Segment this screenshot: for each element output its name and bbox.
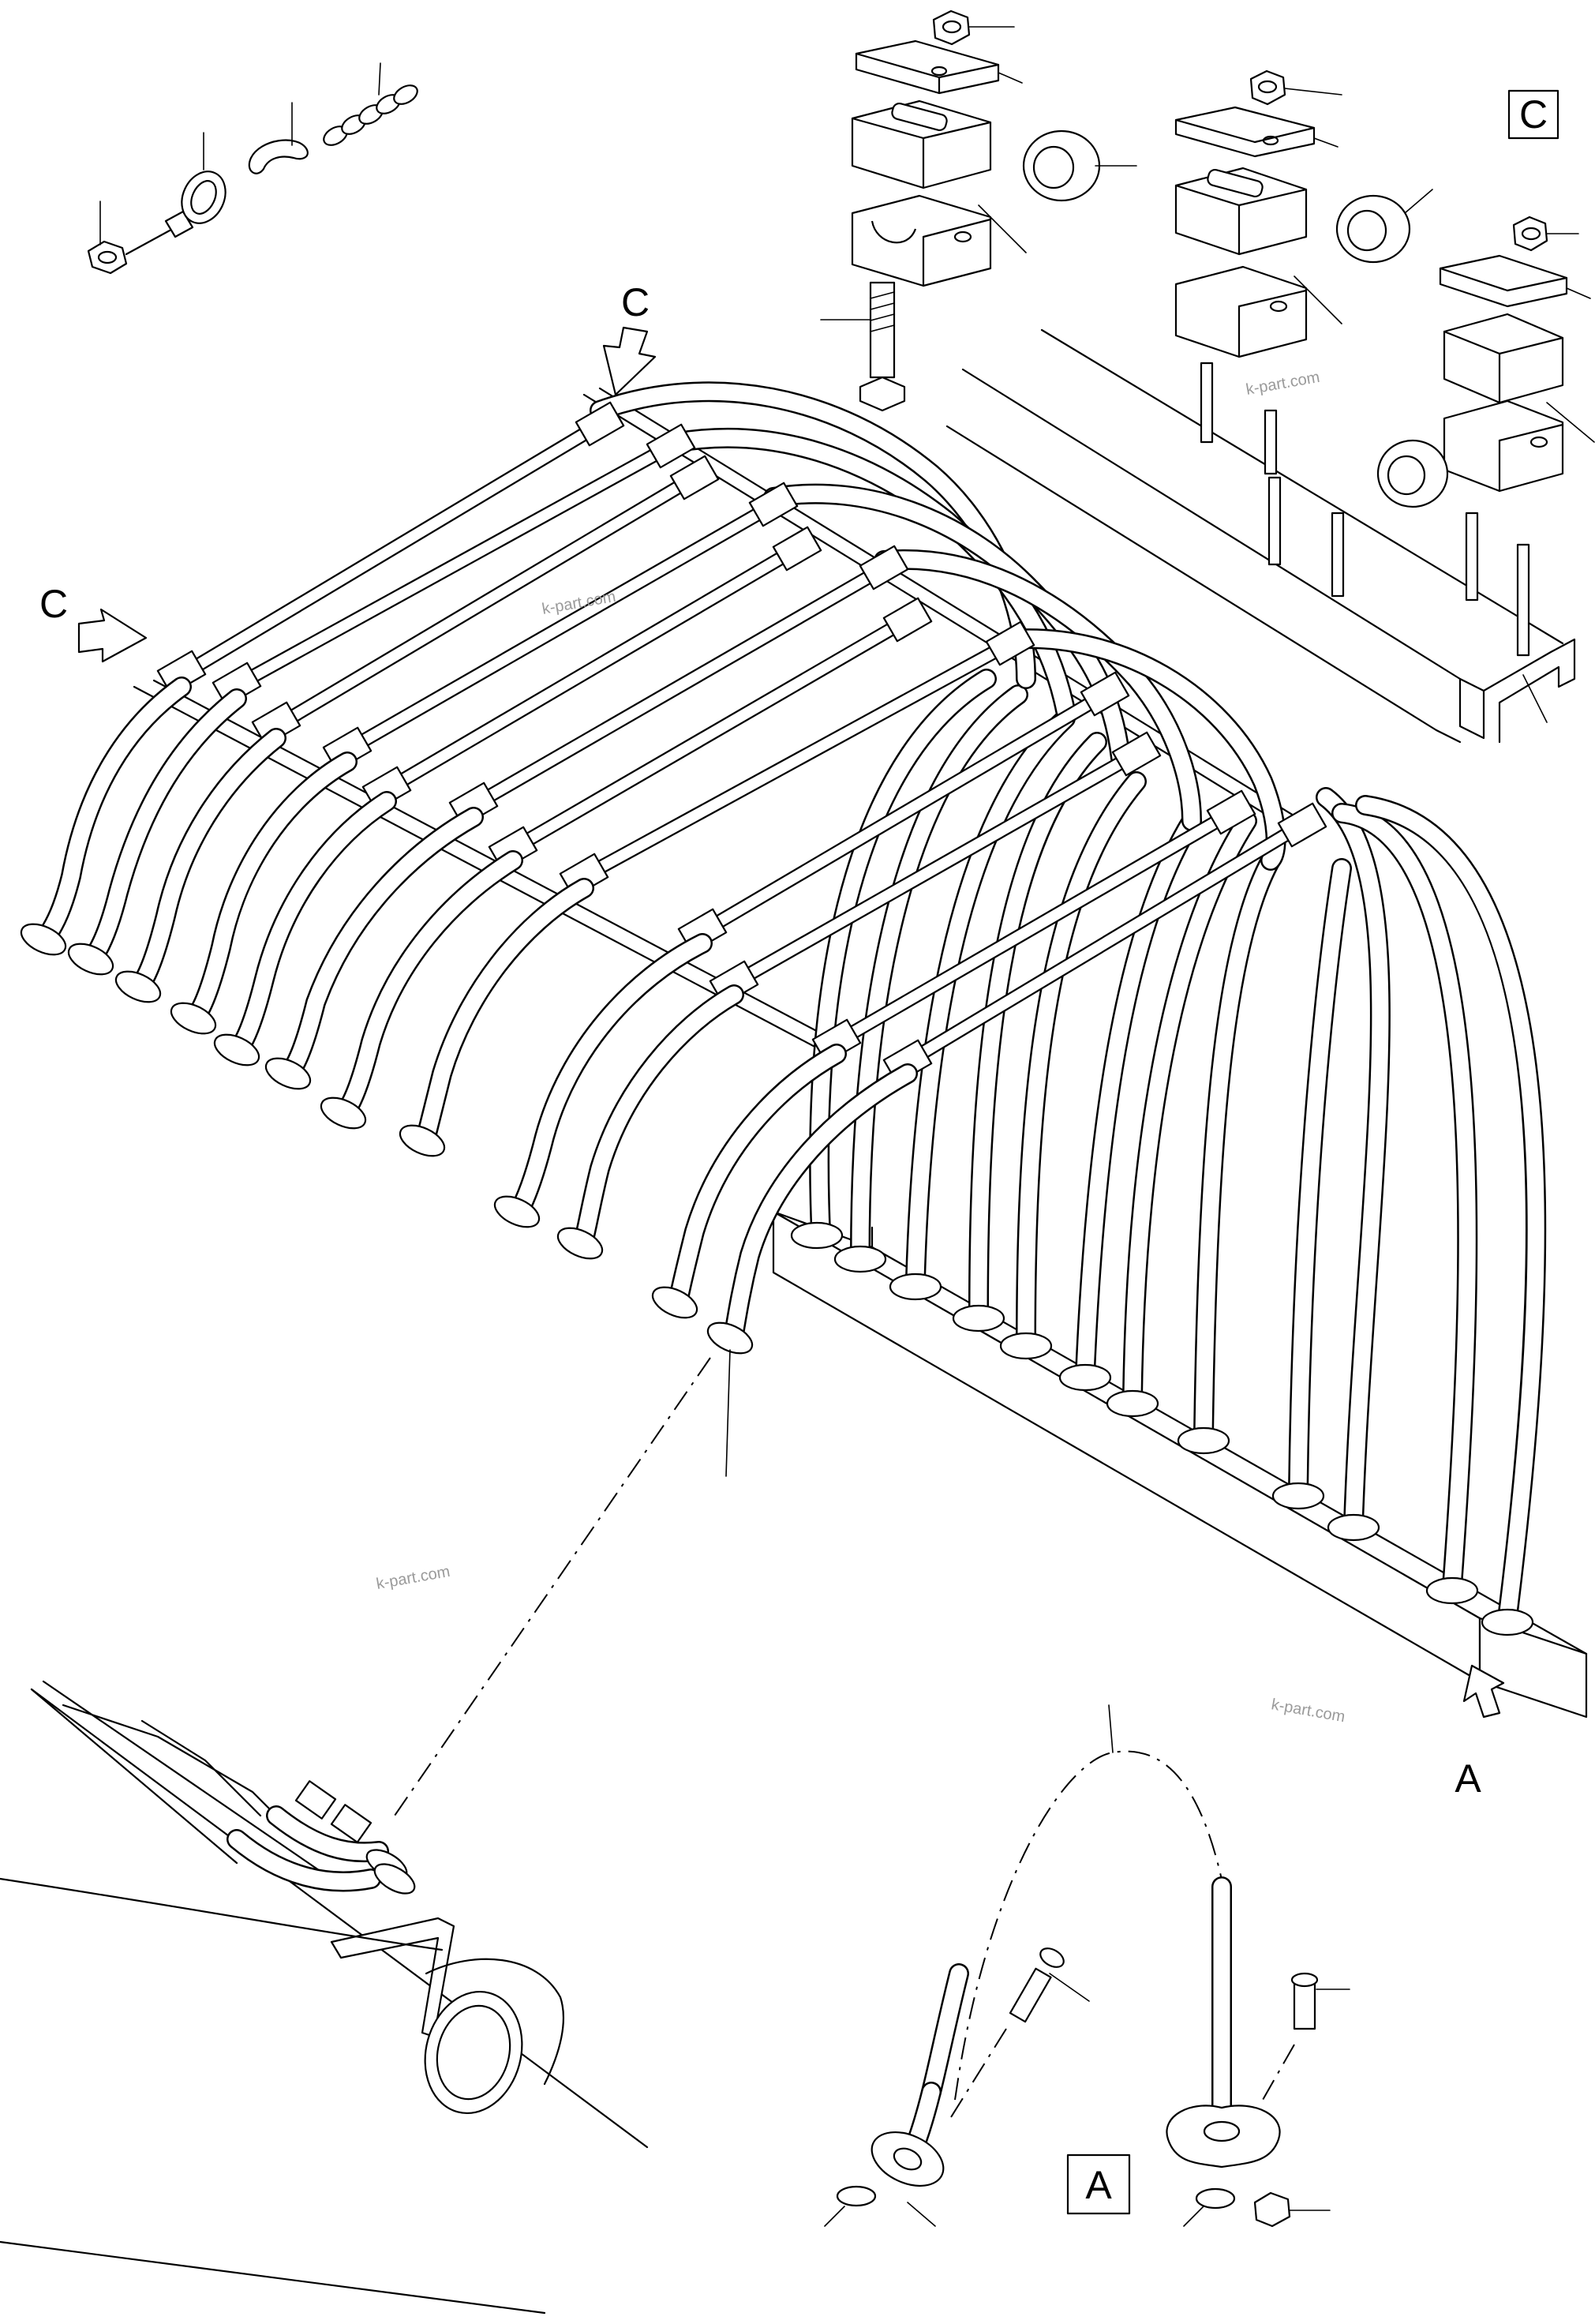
detail-c-label: C: [1519, 92, 1548, 137]
stud-bolts: [1200, 362, 1530, 657]
detail-c-clamp-exploded: C: [820, 9, 1595, 744]
watermark: k-part.com: [375, 1563, 451, 1593]
channel-rail: [945, 328, 1576, 744]
view-arrow-a: A: [1455, 1664, 1505, 1801]
parallel-tubes: [174, 418, 1309, 1069]
watermark: k-part.com: [1270, 1696, 1346, 1726]
clamp-set-1: [820, 9, 1137, 412]
eye-bolt-icon: [125, 132, 227, 256]
front-hoses: [37, 677, 918, 1344]
arched-hoses: [590, 381, 1547, 1629]
view-c-left-label: C: [39, 582, 68, 626]
clamp-set-3: [1376, 216, 1595, 508]
view-c-top-label: C: [621, 280, 650, 324]
view-arrow-c-top: C: [602, 280, 657, 396]
detail-a-label: A: [1085, 2163, 1112, 2207]
detail-a-centre-line: [954, 1750, 1224, 2101]
centre-line: [394, 1357, 711, 1816]
snap-clip-icon: [248, 102, 309, 174]
detail-a-connection: A: [824, 1704, 1350, 2228]
view-a-label: A: [1455, 1756, 1481, 1801]
clamp-set-2: [1174, 69, 1433, 358]
view-arrow-c-left: C: [39, 582, 148, 663]
block-flanges: [790, 1221, 1534, 1636]
detail-c-box: [1507, 89, 1559, 140]
detail-a-box: [1066, 2153, 1131, 2215]
watermark: k-part.com: [1245, 369, 1321, 399]
lifting-hardware-group: [87, 62, 418, 275]
boom-cylinder-detail: [0, 1680, 649, 2315]
leader-line: [725, 1349, 731, 1477]
hose-end-flanges: [20, 923, 754, 1355]
main-hose-assembly: C C A: [20, 280, 1588, 1801]
hex-nut-icon: [87, 201, 128, 275]
chain-icon: [323, 62, 418, 146]
